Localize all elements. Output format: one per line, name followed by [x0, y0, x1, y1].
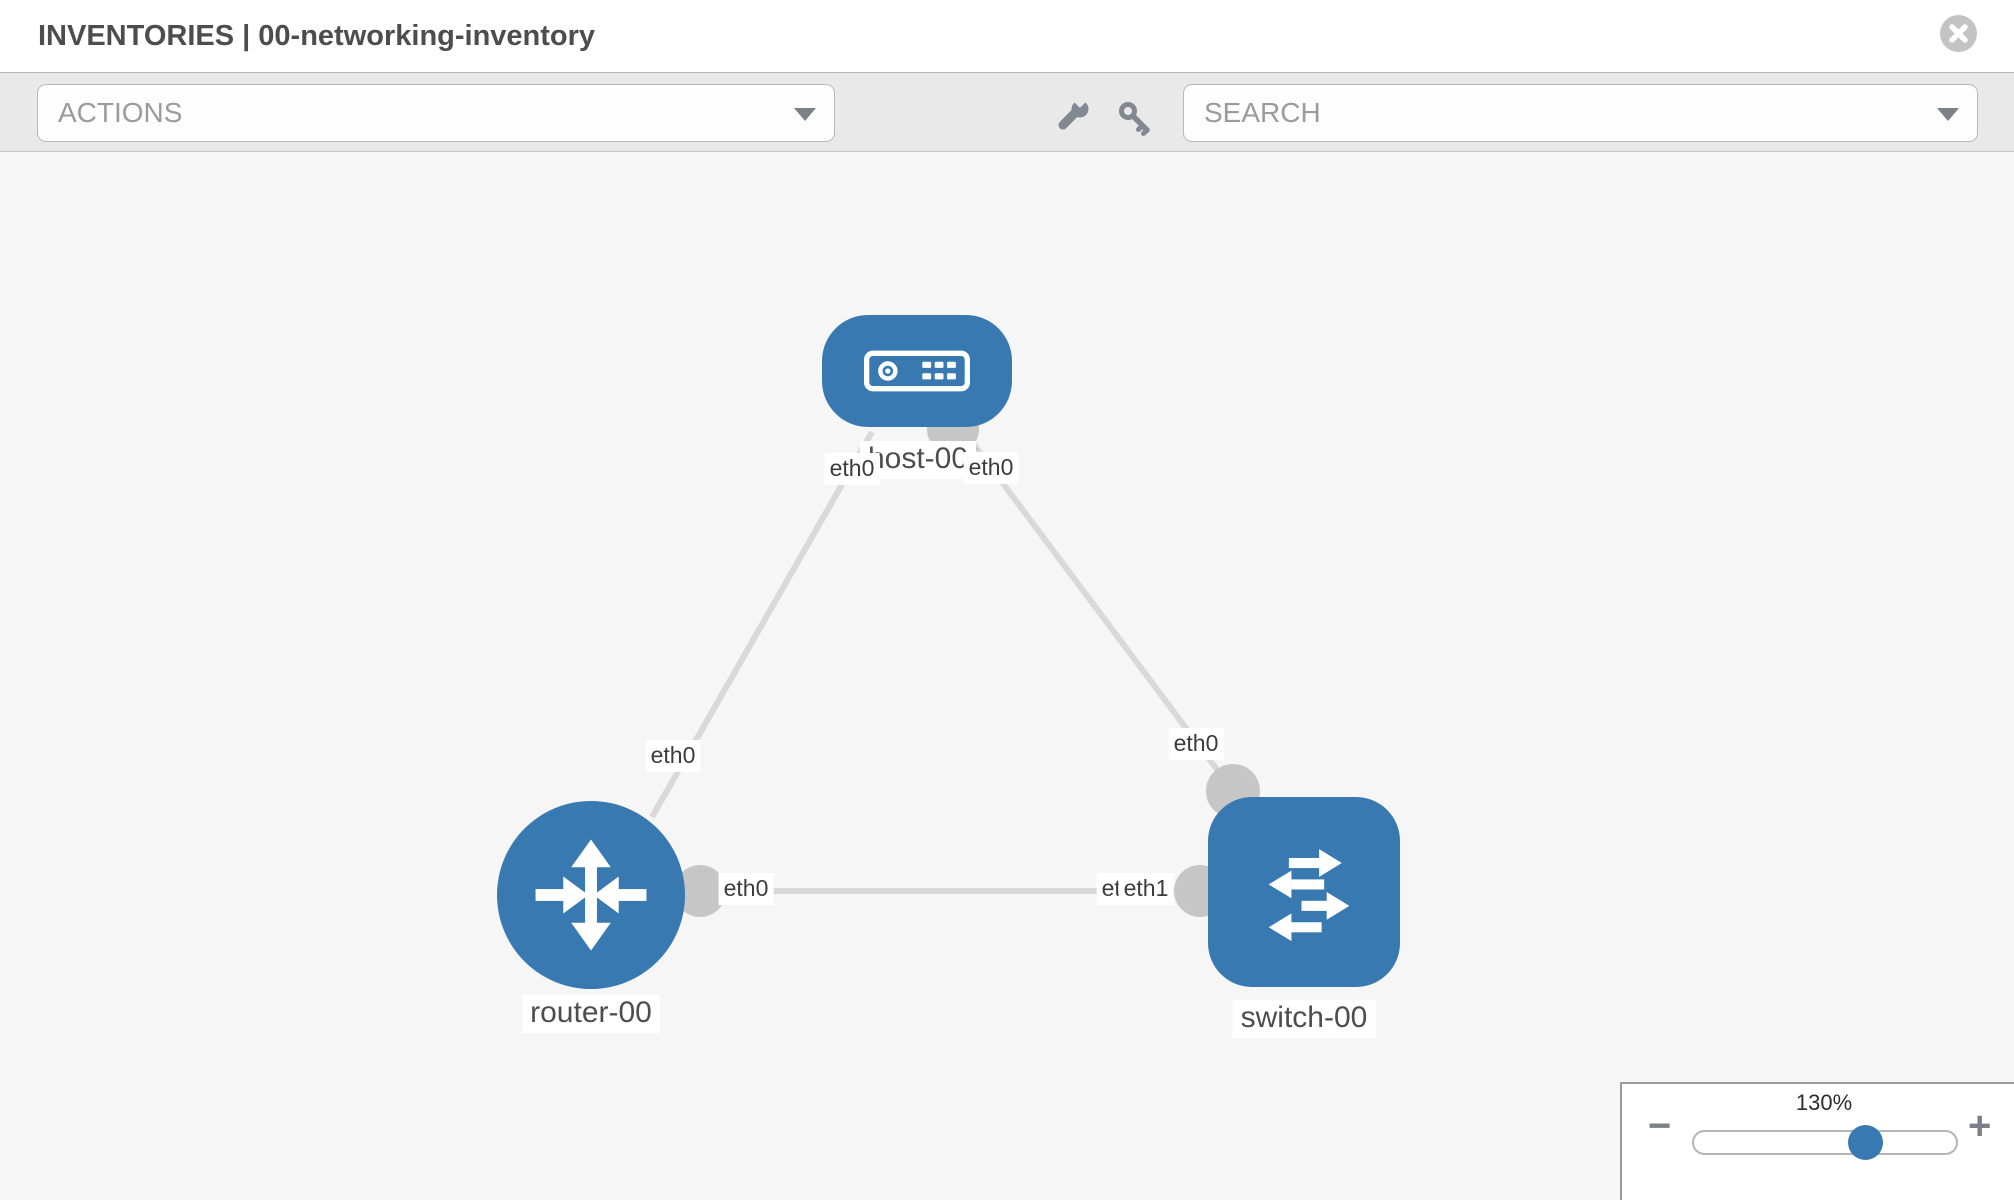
chevron-down-icon [794, 108, 816, 121]
key-icon [1119, 102, 1150, 136]
node-label-switch: switch-00 [1232, 1000, 1376, 1038]
zoom-slider-track[interactable] [1692, 1130, 1958, 1155]
port-router-right [674, 865, 726, 917]
zoom-in-button[interactable]: + [1968, 1104, 1992, 1148]
page-title: INVENTORIES | 00-networking-inventory [38, 20, 596, 52]
node-label-router: router-00 [522, 995, 660, 1033]
host-icon [864, 350, 970, 392]
switch-icon [1268, 849, 1350, 942]
close-icon [1949, 24, 1968, 43]
router-icon [535, 839, 647, 951]
zoom-out-button[interactable]: − [1648, 1104, 1672, 1148]
topology-links-svg [591, 403, 1304, 917]
zoom-panel: 130% − + [1620, 1082, 2014, 1200]
interface-label: eth0 [824, 453, 880, 485]
search-dropdown-label: SEARCH [1204, 97, 1321, 128]
configure-button[interactable] [1052, 93, 1092, 139]
toolbar: ACTIONS SEARCH [0, 72, 2014, 152]
node-switch[interactable] [1208, 797, 1400, 987]
interface-label: eth1 [1118, 873, 1174, 905]
header: INVENTORIES | 00-networking-inventory [0, 0, 2014, 72]
actions-dropdown[interactable]: ACTIONS [37, 84, 835, 142]
actions-dropdown-label: ACTIONS [58, 97, 183, 128]
search-dropdown[interactable]: SEARCH [1183, 84, 1978, 142]
close-button[interactable] [1940, 15, 1977, 52]
node-host[interactable] [822, 315, 1012, 427]
interface-label: eth0 [1168, 728, 1224, 760]
chevron-down-icon [1937, 108, 1959, 121]
credentials-button[interactable] [1116, 99, 1156, 139]
interface-label: eth0 [645, 740, 701, 772]
node-router[interactable] [497, 801, 685, 989]
wrench-icon [1058, 93, 1089, 130]
zoom-level-value: 130% [1795, 1090, 1853, 1115]
interface-label: eth0 [718, 873, 774, 905]
zoom-slider-knob[interactable] [1848, 1125, 1883, 1160]
topology-canvas[interactable]: host-00 router-00 switch-00 eth0 eth0 et… [0, 152, 2014, 1200]
interface-label: eth0 [963, 452, 1019, 484]
